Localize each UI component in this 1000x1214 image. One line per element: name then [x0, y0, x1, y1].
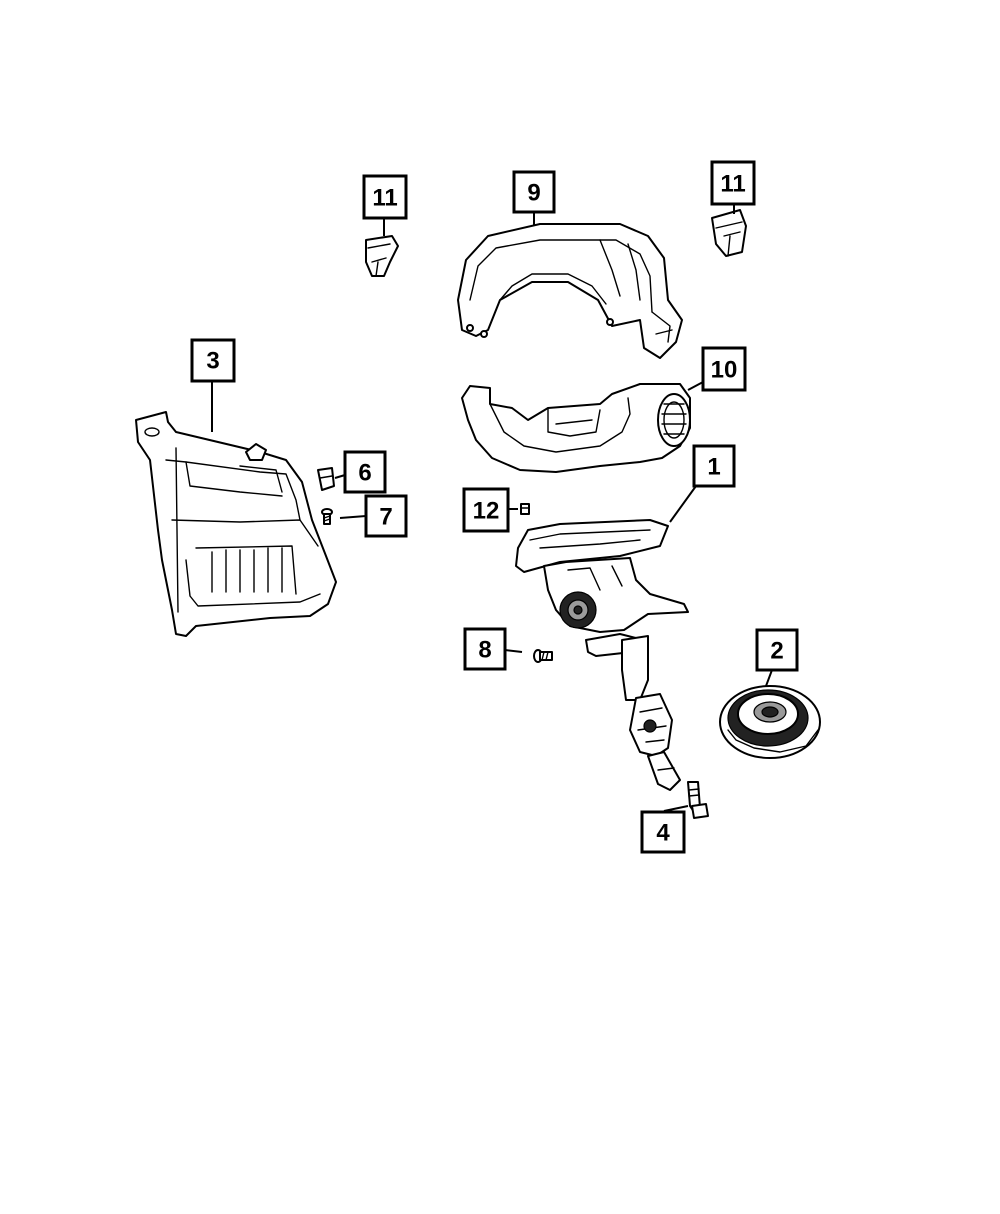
leader-10	[687, 381, 704, 391]
callout-8: 8	[463, 627, 507, 671]
callout-6: 6	[343, 450, 387, 494]
callout-7: 7	[364, 494, 408, 538]
leader-2	[765, 669, 773, 687]
callout-12: 12	[462, 487, 510, 533]
part-6-clip-nut	[317, 467, 335, 491]
part-8-screw	[533, 649, 553, 663]
part-9-upper-shroud	[457, 223, 683, 359]
svg-text:8: 8	[478, 637, 491, 664]
svg-text:12: 12	[473, 498, 500, 525]
svg-text:11: 11	[372, 185, 397, 212]
callout-1: 1	[692, 444, 736, 488]
part-10-lower-shroud	[461, 383, 691, 473]
part-1-steering-column	[515, 519, 689, 791]
leader-8	[504, 649, 523, 653]
callout-11-left: 11	[362, 174, 408, 220]
svg-text:1: 1	[707, 454, 720, 481]
leader-7	[339, 515, 367, 519]
svg-text:3: 3	[206, 348, 219, 375]
callout-9: 9	[512, 170, 556, 214]
svg-text:4: 4	[656, 820, 670, 847]
leader-6	[334, 474, 346, 479]
part-11-left-clip	[365, 235, 399, 277]
part-7-screw	[321, 508, 333, 525]
svg-text:2: 2	[770, 638, 783, 665]
callout-3: 3	[190, 338, 236, 383]
svg-text:6: 6	[358, 460, 371, 487]
part-3-knee-bracket	[135, 411, 337, 637]
leader-4	[663, 805, 689, 812]
part-12-bolt	[520, 503, 530, 515]
callout-4: 4	[640, 810, 686, 854]
part-2-clockspring	[719, 685, 821, 759]
leader-1	[669, 485, 697, 523]
svg-text:11: 11	[720, 171, 745, 198]
callout-2: 2	[755, 628, 799, 672]
callout-10: 10	[701, 346, 747, 392]
callout-11-right: 11	[710, 160, 756, 206]
svg-text:9: 9	[527, 180, 540, 207]
part-11-right-clip	[711, 209, 747, 257]
part-4-bolt	[687, 781, 709, 819]
svg-text:7: 7	[379, 504, 392, 531]
svg-text:10: 10	[711, 357, 738, 384]
